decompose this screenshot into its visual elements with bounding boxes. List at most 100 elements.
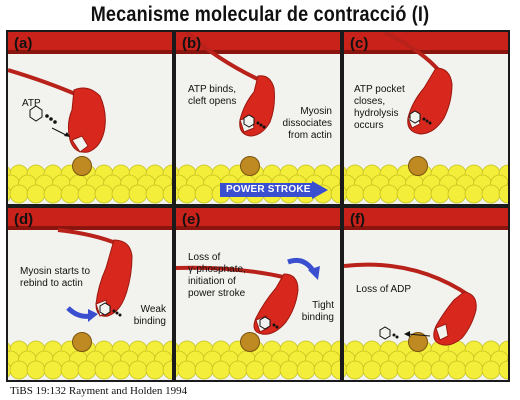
actin-binding-site bbox=[72, 332, 92, 352]
page-title: Mecanisme molecular de contracció (I) bbox=[90, 3, 430, 26]
actin-monomer bbox=[228, 360, 248, 380]
atp-molecule bbox=[243, 114, 266, 129]
thick-filament bbox=[176, 32, 340, 54]
adp-molecule bbox=[259, 316, 279, 330]
panel-c-text-1: ATP pocket bbox=[354, 84, 405, 95]
actin-filament bbox=[344, 332, 508, 380]
adp-molecule bbox=[379, 326, 399, 340]
actin-monomer bbox=[60, 184, 80, 204]
actin-monomer bbox=[498, 360, 508, 380]
panel-b: (b) ATP binds, cleft opens Myosin dissoc… bbox=[176, 32, 340, 204]
actin-monomer bbox=[464, 184, 484, 204]
panel-e-text-6: binding bbox=[301, 312, 334, 323]
thick-filament bbox=[8, 32, 172, 54]
actin-monomer bbox=[345, 184, 365, 204]
actin-monomer bbox=[362, 184, 382, 204]
panel-d-text-1: Myosin starts to bbox=[20, 266, 91, 277]
myosin-head bbox=[67, 87, 106, 153]
actin-monomer bbox=[498, 184, 508, 204]
panel-f-text: Loss of ADP bbox=[356, 284, 412, 295]
actin-monomer bbox=[481, 184, 501, 204]
actin-monomer bbox=[94, 360, 114, 380]
myosin-lever-arm bbox=[184, 32, 265, 84]
actin-binding-site bbox=[240, 332, 260, 352]
actin-monomer bbox=[111, 360, 131, 380]
actin-monomer bbox=[211, 360, 231, 380]
actin-monomer bbox=[279, 360, 299, 380]
figure: (a) ATP (b) ATP binds, cleft opens Myosi… bbox=[6, 30, 510, 382]
actin-monomer bbox=[26, 360, 46, 380]
myosin-lever-arm bbox=[57, 228, 119, 246]
actin-monomer bbox=[345, 360, 365, 380]
panel-a-text: ATP bbox=[22, 98, 41, 109]
actin-monomer bbox=[430, 360, 450, 380]
panel-c-text-4: occurs bbox=[354, 120, 384, 131]
actin-monomer bbox=[194, 360, 214, 380]
actin-filament bbox=[8, 332, 172, 380]
actin-monomer bbox=[296, 360, 316, 380]
myosin-head bbox=[95, 239, 133, 317]
actin-monomer bbox=[313, 360, 333, 380]
arrow-adp-release bbox=[407, 333, 431, 337]
actin-monomer bbox=[464, 360, 484, 380]
panel-e-text-2: γ-phosphate, bbox=[188, 264, 246, 275]
actin-monomer bbox=[447, 360, 467, 380]
panel-b-text-3: Myosin bbox=[300, 106, 332, 117]
panel-e: (e) Loss of γ-phosphate, initiation of p… bbox=[176, 208, 340, 380]
panel-d-text-2: rebind to actin bbox=[20, 278, 83, 289]
myosin-lever-arm bbox=[344, 262, 472, 298]
panel-f: (f) Loss of ADP bbox=[344, 208, 508, 380]
actin-monomer bbox=[447, 184, 467, 204]
actin-monomer bbox=[379, 184, 399, 204]
actin-monomer bbox=[26, 184, 46, 204]
actin-monomer bbox=[60, 360, 80, 380]
actin-monomer bbox=[413, 360, 433, 380]
actin-binding-site bbox=[240, 156, 260, 176]
actin-monomer bbox=[413, 184, 433, 204]
panel-b-text-1: ATP binds, bbox=[188, 84, 236, 95]
citation: TiBS 19:132 Rayment and Holden 1994 bbox=[10, 385, 188, 397]
panel-d-text-4: binding bbox=[133, 316, 166, 327]
actin-monomer bbox=[162, 360, 172, 380]
actin-monomer bbox=[9, 360, 29, 380]
panel-d: (d) Myosin starts to rebind to actin Wea… bbox=[8, 208, 172, 380]
actin-binding-site bbox=[72, 156, 92, 176]
actin-monomer bbox=[128, 360, 148, 380]
panel-label-d: (d) bbox=[14, 211, 34, 228]
actin-monomer bbox=[43, 184, 63, 204]
actin-monomer bbox=[262, 360, 282, 380]
actin-binding-site bbox=[408, 332, 428, 352]
actin-monomer bbox=[396, 360, 416, 380]
actin-monomer bbox=[430, 184, 450, 204]
actin-binding-cleft bbox=[71, 135, 89, 153]
actin-monomer bbox=[177, 360, 197, 380]
panel-e-text-3: initiation of bbox=[188, 276, 236, 287]
panel-a: (a) ATP bbox=[8, 32, 172, 204]
panel-label-c: (c) bbox=[350, 35, 369, 52]
myosin-lever-arm bbox=[176, 265, 289, 280]
actin-monomer bbox=[396, 184, 416, 204]
actin-monomer bbox=[145, 184, 165, 204]
actin-monomer bbox=[9, 184, 29, 204]
actin-monomer bbox=[128, 184, 148, 204]
atp-molecule bbox=[29, 105, 57, 124]
actin-monomer bbox=[330, 360, 340, 380]
actin-binding-cleft bbox=[435, 323, 449, 341]
rebind-arrow bbox=[66, 306, 91, 319]
panel-c: (c) ATP pocket closes, hydrolysis occurs bbox=[344, 32, 508, 204]
actin-filament bbox=[176, 332, 340, 380]
actin-monomer bbox=[379, 360, 399, 380]
actin-monomer bbox=[245, 360, 265, 380]
thick-filament bbox=[344, 208, 508, 230]
panel-b-text-4: dissociates bbox=[282, 118, 332, 129]
panel-c-text-3: hydrolysis bbox=[354, 108, 399, 119]
panel-e-text-5: Tight bbox=[312, 300, 334, 311]
actin-binding-site bbox=[408, 156, 428, 176]
thick-filament bbox=[8, 208, 172, 230]
power-stroke-label: POWER STROKE bbox=[226, 184, 311, 195]
myosin-lever-arm bbox=[8, 68, 81, 98]
actin-monomer bbox=[94, 184, 114, 204]
panel-c-text-2: closes, bbox=[354, 96, 386, 107]
panel-label-f: (f) bbox=[350, 211, 365, 228]
panel-b-text-5: from actin bbox=[288, 130, 332, 141]
